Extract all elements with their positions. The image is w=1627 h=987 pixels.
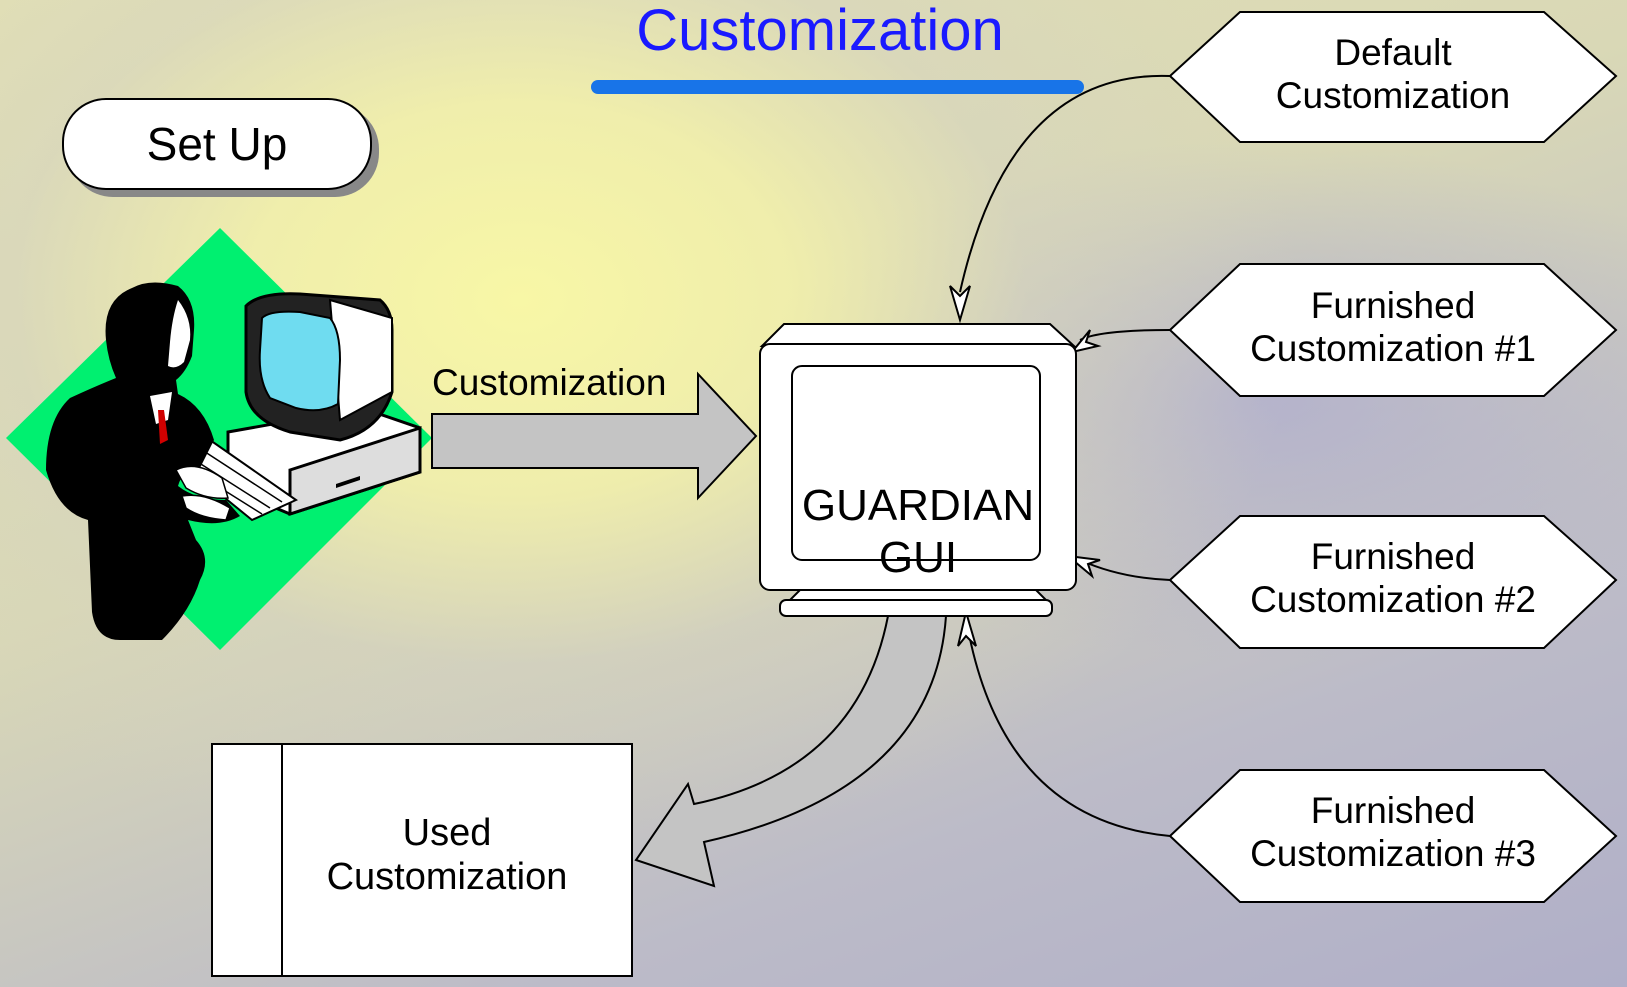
- default-customization-box: [1168, 11, 1618, 143]
- arrow-label: Customization: [432, 362, 667, 403]
- user-at-computer-icon: [46, 282, 422, 640]
- source-label-line1: Furnished: [1310, 536, 1476, 577]
- source-label-line2: Customization #2: [1250, 578, 1536, 620]
- used-customization-box: [211, 743, 633, 977]
- arrowhead-icon: [949, 285, 971, 324]
- used-customization-label: Used Customization: [282, 812, 612, 899]
- title-underline: [591, 80, 1084, 94]
- source-label-line1: Furnished: [1310, 790, 1476, 831]
- arrowhead-icon: [957, 608, 977, 647]
- gui-label-line2: GUI: [878, 533, 958, 582]
- setup-button[interactable]: Set Up: [62, 98, 372, 190]
- arrowhead-icon: [1069, 329, 1102, 354]
- customization-arrow: [431, 371, 758, 501]
- used-label-line2: Customization: [326, 855, 568, 898]
- page-title: Customization: [636, 0, 1004, 63]
- output-curved-arrow: [634, 615, 948, 888]
- furnished-customization-3-label: Furnished Customization #3: [1193, 790, 1593, 875]
- furnished-customization-1-label: Furnished Customization #1: [1193, 285, 1593, 370]
- furnished-customization-3-box: [1168, 769, 1618, 903]
- source-label-line2: Customization #3: [1250, 832, 1536, 874]
- furnished-customization-2-box: [1168, 515, 1618, 649]
- guardian-gui-monitor-icon: [759, 323, 1077, 617]
- source-label-line1: Furnished: [1310, 285, 1476, 326]
- furnished-customization-2-label: Furnished Customization #2: [1193, 536, 1593, 621]
- gui-label: GUARDIAN GUI: [768, 480, 1068, 584]
- default-customization-label: Default Customization: [1193, 32, 1593, 117]
- furnished-customization-1-box: [1168, 263, 1618, 397]
- source-hexagons: [1168, 11, 1618, 903]
- connector-arrowheads: [949, 285, 1102, 647]
- gui-label-line1: GUARDIAN: [801, 481, 1035, 530]
- furnished3-to-gui-connector: [965, 617, 1171, 837]
- source-label-line2: Customization #1: [1250, 327, 1536, 369]
- used-label-line1: Used: [402, 812, 492, 854]
- source-label-line2: Customization: [1275, 74, 1511, 116]
- furnished1-to-gui-connector: [1079, 329, 1171, 341]
- default-to-gui-connector: [959, 74, 1171, 293]
- source-label-line1: Default: [1334, 32, 1452, 73]
